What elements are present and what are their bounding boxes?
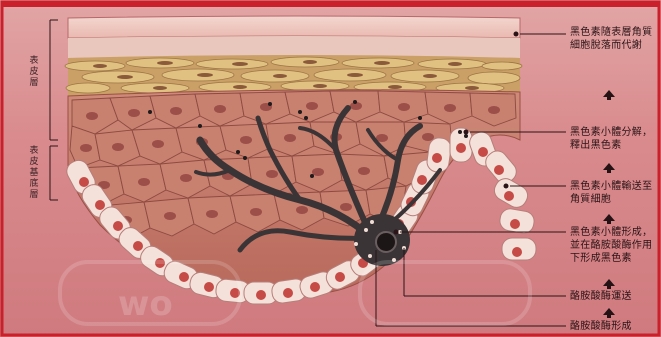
surface-layer bbox=[68, 16, 520, 38]
annotation-melanosome-decompose: 黑色素小體分解，釋出黑色素 bbox=[570, 126, 656, 152]
annotation-tyrosinase-transport: 酪胺酸酶運送 bbox=[570, 290, 660, 303]
up-arrow-icon bbox=[603, 163, 615, 170]
basal-layer-label: 表皮基底層 bbox=[28, 146, 40, 201]
shedding-layer bbox=[68, 36, 520, 58]
melanocyte-nucleus bbox=[376, 232, 396, 252]
layer-brackets bbox=[50, 20, 58, 200]
epidermis-label: 表皮層 bbox=[28, 56, 40, 89]
up-arrow-icon bbox=[603, 308, 615, 315]
up-arrow-icon bbox=[603, 90, 615, 97]
annotation-melanin-shed: 黑色素隨表層角質細胞脫落而代謝 bbox=[570, 26, 656, 52]
up-arrow-icon bbox=[603, 214, 615, 221]
annotation-melanosome-formation: 黑色素小體形成，並在酪胺酸酶作用下形成黑色素 bbox=[570, 226, 656, 265]
annotation-tyrosinase-formation: 酪胺酸酶形成 bbox=[570, 320, 660, 333]
annotation-melanosome-transport: 黑色素小體輸送至角質細胞 bbox=[570, 180, 656, 206]
up-arrow-icon bbox=[603, 279, 615, 286]
watermark-text: wo bbox=[118, 284, 173, 324]
